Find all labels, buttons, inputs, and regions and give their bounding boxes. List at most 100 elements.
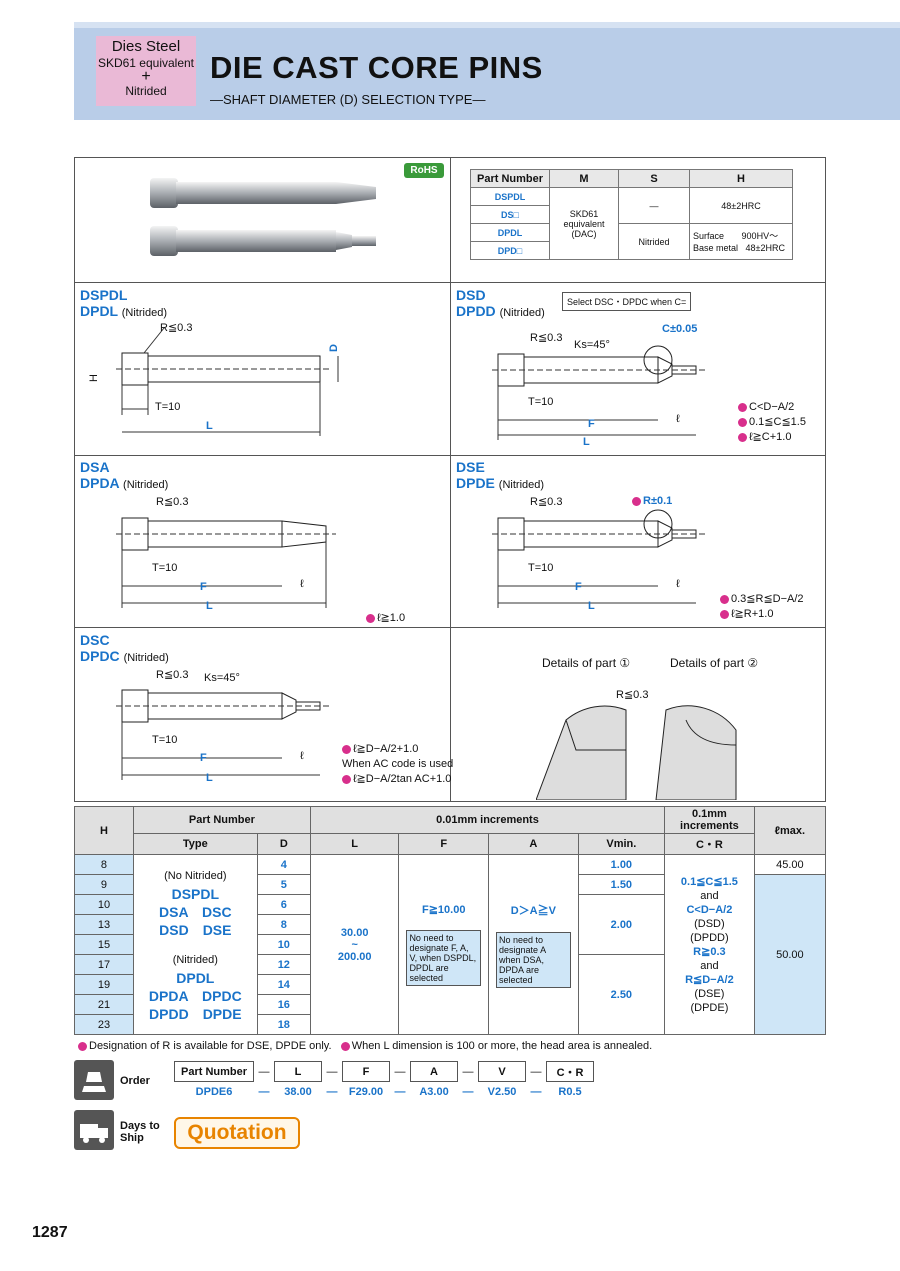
mt-inc001-header: 0.01mm increments <box>309 806 666 834</box>
dim-r: R≦0.3 <box>160 322 193 334</box>
mt-d-header: D <box>256 833 311 855</box>
order-example: V2.50 <box>487 1086 517 1098</box>
mt-d: 10 <box>256 934 311 955</box>
header-banner <box>74 22 900 120</box>
order-field: C・R <box>546 1061 595 1082</box>
spec-header-s: S <box>618 169 690 188</box>
detail-drawings <box>536 705 737 800</box>
spec-part: DSPDL <box>470 187 550 206</box>
mt-vmin: 1.50 <box>577 874 666 895</box>
mt-part-number-header: Part Number <box>132 806 311 834</box>
mt-vmin: 2.00 <box>577 894 666 955</box>
order-example: F29.00 <box>348 1086 384 1098</box>
mt-d: 5 <box>256 874 311 895</box>
page-number: 1287 <box>32 1224 68 1241</box>
mt-d: 12 <box>256 954 311 975</box>
mt-h: 10 <box>74 894 134 915</box>
dim-r: R≦0.3 <box>156 496 189 508</box>
mt-d: 18 <box>256 1014 311 1035</box>
dsd-conditions: C<D−A/2 0.1≦C≦1.5 ℓ≧C+1.0 <box>738 400 806 445</box>
dim-l: L <box>588 600 595 612</box>
order-sep: — <box>462 1065 474 1078</box>
order-sep: — <box>394 1065 406 1078</box>
detail-1-label: Details of part ① <box>542 656 631 670</box>
order-field: L <box>274 1061 323 1082</box>
order-example: A3.00 <box>419 1086 449 1098</box>
dim-ks: Ks=45° <box>204 672 240 684</box>
dim-r: R≦0.3 <box>156 669 189 681</box>
order-sep: — <box>394 1085 406 1098</box>
spec-surface-dash: — <box>618 187 690 224</box>
mt-lmax-header: ℓmax. <box>753 806 827 855</box>
spec-header-m: M <box>549 169 619 188</box>
mt-f-cell: F≧10.00 No need to designate F, A, V, wh… <box>398 854 490 1035</box>
dim-r01: R±0.1 <box>632 495 672 507</box>
footnotes: Designation of R is available for DSE, D… <box>78 1040 652 1052</box>
dim-ks: Ks=45° <box>574 339 610 351</box>
header-stripe <box>74 22 900 28</box>
mt-h: 8 <box>74 854 134 875</box>
material-line3: Nitrided <box>125 84 167 98</box>
order-sep: — <box>326 1065 338 1078</box>
dim-f: F <box>588 418 595 430</box>
mt-type-header: Type <box>132 833 258 855</box>
order-sep: — <box>258 1085 270 1098</box>
order-example: R0.5 <box>558 1086 582 1098</box>
mt-d: 14 <box>256 974 311 995</box>
spec-table: Part Number M S H DSPDL SKD61 equivalent… <box>470 169 793 260</box>
spec-part: DPDL <box>470 223 550 242</box>
dim-l: L <box>206 772 213 784</box>
mt-a-cell: D＞A≧V No need to designate A when DSA, D… <box>488 854 579 1035</box>
dim-f: F <box>575 581 582 593</box>
detail-r: R≦0.3 <box>616 689 649 701</box>
spec-hardness-dp: Surface 900HV～ Base metal 48±2HRC <box>689 223 793 260</box>
section-dsc-label: DSC DPDC (Nitrided) <box>80 632 169 664</box>
mt-type-cell: (No Nitrided) DSPDL DSA DSC DSD DSE (Nit… <box>132 854 258 1035</box>
dim-c: C±0.05 <box>662 323 698 335</box>
order-sep: — <box>462 1085 474 1098</box>
material-plus: + <box>141 68 151 85</box>
dsa-condition: ℓ≧1.0 <box>366 611 405 624</box>
material-line2: SKD61 equivalent <box>97 56 195 70</box>
dsd-select-note: Select DSC・DPDC when C= <box>562 292 692 311</box>
dim-t: T=10 <box>528 562 554 574</box>
mt-l-header: L <box>309 833 400 855</box>
dim-l: L <box>206 420 213 432</box>
frame-hdivider-3 <box>74 627 826 628</box>
drawing-dsc <box>116 689 332 780</box>
mt-h: 23 <box>74 1014 134 1035</box>
mt-d: 6 <box>256 894 311 915</box>
dim-ell: ℓ <box>676 578 680 590</box>
dim-t: T=10 <box>155 401 181 413</box>
dsc-conditions: ℓ≧D−A/2+1.0 When AC code is used ℓ≧D−A/2… <box>342 743 454 785</box>
days-label: Days to Ship <box>120 1120 160 1144</box>
order-label: Order <box>120 1075 150 1087</box>
dse-conditions: 0.3≦R≦D−A/2 ℓ≧R+1.0 <box>720 592 804 622</box>
order-example: 38.00 <box>284 1086 312 1098</box>
mt-d: 16 <box>256 994 311 1015</box>
order-sep: — <box>530 1065 542 1078</box>
truck-icon <box>74 1110 114 1150</box>
mt-h: 21 <box>74 994 134 1015</box>
order-table: Part Number — L — F — A — V — C・R DPDE6 … <box>173 1061 595 1102</box>
dim-f: F <box>200 581 207 593</box>
mt-h: 17 <box>74 954 134 975</box>
dim-ell: ℓ <box>676 413 680 425</box>
mt-vmin-header: Vmin. <box>577 833 666 855</box>
mt-cr-header: C・R <box>664 833 755 855</box>
section-dse-label: DSE DPDE (Nitrided) <box>456 459 545 491</box>
dim-r: R≦0.3 <box>530 332 563 344</box>
dim-t: T=10 <box>152 562 178 574</box>
drawing-dspdl <box>116 327 339 436</box>
page-title: DIE CAST CORE PINS <box>210 50 543 85</box>
mt-h: 13 <box>74 914 134 935</box>
material-badge: Dies Steel SKD61 equivalent + Nitrided <box>96 36 196 106</box>
mt-l-range: 30.00~200.00 <box>309 854 400 1035</box>
page-subtitle: —SHAFT DIAMETER (D) SELECTION TYPE— <box>210 92 486 107</box>
dim-t: T=10 <box>152 734 178 746</box>
dim-ell: ℓ <box>300 750 304 762</box>
section-dspdl-label: DSPDL DPDL (Nitrided) <box>80 287 167 319</box>
mt-h-header: H <box>74 806 134 855</box>
order-field: F <box>342 1061 391 1082</box>
